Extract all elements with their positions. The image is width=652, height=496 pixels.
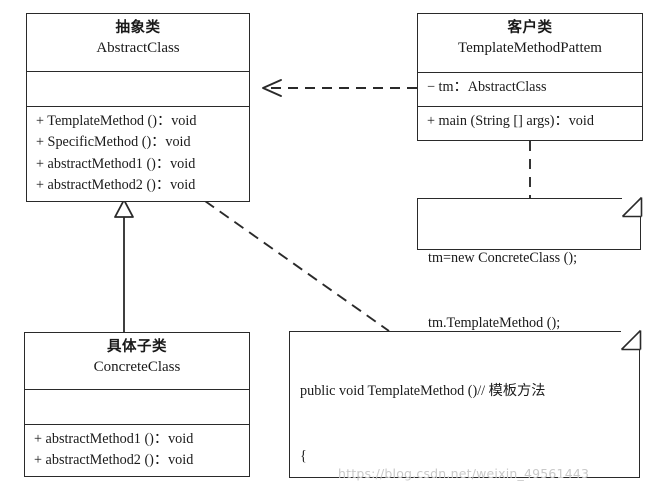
note-text-client-code: tm=new ConcreteClass (); tm.TemplateMeth… <box>417 198 641 384</box>
note-fold-corner-icon <box>620 329 642 351</box>
generalization-concrete-to-abstract <box>114 199 134 332</box>
note-body <box>289 331 640 478</box>
class-method-item: + main (String [] args)：void <box>427 113 594 129</box>
class-attribute-item: − tm：AbstractClass <box>427 79 547 95</box>
class-method-item: + TemplateMethod ()：void <box>36 112 197 129</box>
class-en-name-abstract-class: AbstractClass <box>96 39 180 56</box>
class-attributes-compartment-client-class: − tm：AbstractClass <box>418 72 642 106</box>
class-name-compartment-client-class: 客户类 TemplateMethodPattem <box>418 14 642 72</box>
class-method-item: + abstractMethod2 ()：void <box>36 177 196 194</box>
class-methods-compartment-client-class: + main (String [] args)：void <box>418 106 642 140</box>
note-line: public void TemplateMethod ()// 模板方法 <box>300 383 546 400</box>
class-box-concrete-class[interactable]: 具体子类 ConcreteClass + abstractMethod1 ()：… <box>24 332 250 477</box>
class-attributes-compartment-abstract-class <box>27 71 249 105</box>
note-body <box>417 198 641 250</box>
class-method-item: + abstractMethod1 ()：void <box>34 430 194 447</box>
class-cn-name-abstract-class: 抽象类 <box>115 20 161 36</box>
note-line: tm=new ConcreteClass (); <box>428 250 578 267</box>
class-en-name-concrete-class: ConcreteClass <box>93 358 181 375</box>
class-cn-name-concrete-class: 具体子类 <box>107 339 167 355</box>
class-box-abstract-class[interactable]: 抽象类 AbstractClass + TemplateMethod ()：vo… <box>26 13 250 202</box>
note-line: { <box>300 447 307 464</box>
class-methods-compartment-concrete-class: + abstractMethod1 ()：void + abstractMeth… <box>25 423 249 476</box>
class-method-item: + abstractMethod2 ()：void <box>34 452 194 469</box>
class-cn-name-client-class: 客户类 <box>507 20 553 36</box>
note-anchor-abstract-to-template-note <box>204 200 390 332</box>
class-en-name-client-class: TemplateMethodPattem <box>458 39 602 56</box>
watermark-text: https://blog.csdn.net/weixin_49561443 <box>338 466 590 481</box>
class-methods-compartment-abstract-class: + TemplateMethod ()：void + SpecificMetho… <box>27 105 249 201</box>
class-method-item: + abstractMethod1 ()：void <box>36 155 196 172</box>
note-text-template-method-code: public void TemplateMethod ()// 模板方法 { S… <box>289 331 640 496</box>
dependency-client-to-abstract <box>262 79 417 97</box>
note-client-code[interactable]: tm=new ConcreteClass (); tm.TemplateMeth… <box>417 196 643 331</box>
class-name-compartment-abstract-class: 抽象类 AbstractClass <box>27 14 249 71</box>
class-attributes-compartment-concrete-class <box>25 388 249 424</box>
class-name-compartment-concrete-class: 具体子类 ConcreteClass <box>25 333 249 389</box>
class-box-client-class[interactable]: 客户类 TemplateMethodPattem − tm：AbstractCl… <box>417 13 643 141</box>
class-method-item: + SpecificMethod ()：void <box>36 134 191 151</box>
note-template-method-code[interactable]: public void TemplateMethod ()// 模板方法 { S… <box>289 329 642 478</box>
note-line: tm.TemplateMethod (); <box>428 314 561 331</box>
note-fold-corner-icon <box>621 196 643 218</box>
